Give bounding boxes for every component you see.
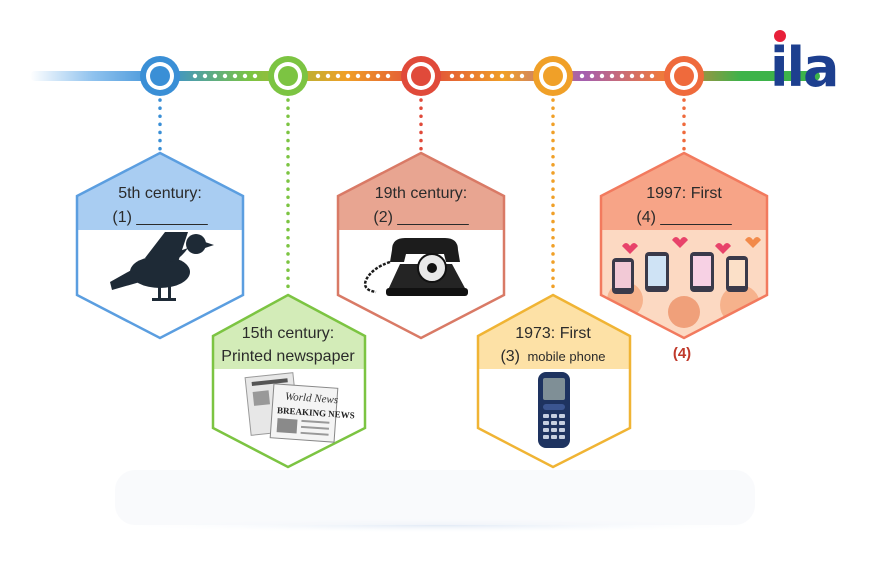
card-mobile-blank: (3)	[500, 348, 520, 365]
ila-logo: ila	[770, 30, 850, 100]
card-dating-line2: (4) ________	[636, 209, 732, 226]
logo-dot	[774, 30, 786, 42]
timeline-dots	[192, 73, 655, 79]
node-telephone	[401, 56, 441, 96]
floor-panel	[115, 470, 755, 525]
logo-text: ila	[770, 36, 839, 99]
node-mobile	[533, 56, 573, 96]
card-mobile-line2: (3) mobile phone	[500, 348, 605, 365]
newspaper-icon: World News BREAKING NEWS	[244, 372, 355, 443]
card-telephone-line1: 19th century:	[375, 185, 468, 202]
dating-apps-icon	[601, 230, 767, 338]
newspaper-title: World News	[285, 391, 339, 407]
telephone-icon	[363, 238, 468, 296]
hex-card-newspaper: World News BREAKING NEWS	[211, 293, 367, 469]
node-pigeon	[140, 56, 180, 96]
node-dating	[664, 56, 704, 96]
card-dating-line1: 1997: First	[646, 185, 722, 202]
pigeon-icon	[110, 232, 214, 301]
card-pigeon-line1: 5th century:	[118, 185, 202, 202]
hex-card-mobile	[476, 293, 632, 469]
card-newspaper-line2: Printed newspaper	[221, 348, 355, 365]
card-mobile-text: mobile phone	[527, 349, 605, 364]
node-newspaper	[268, 56, 308, 96]
hex-card-dating	[599, 151, 769, 340]
card-mobile-line1: 1973: First	[515, 325, 591, 342]
hex-card-pigeon	[75, 151, 245, 340]
mobile-phone-icon	[538, 372, 570, 448]
card-pigeon-line2: (1) ________	[112, 209, 208, 226]
card-newspaper-line1: 15th century:	[242, 325, 335, 342]
reference-label: (4)	[673, 345, 691, 362]
card-telephone-line2: (2) ________	[373, 209, 469, 226]
hex-card-telephone	[336, 151, 506, 340]
